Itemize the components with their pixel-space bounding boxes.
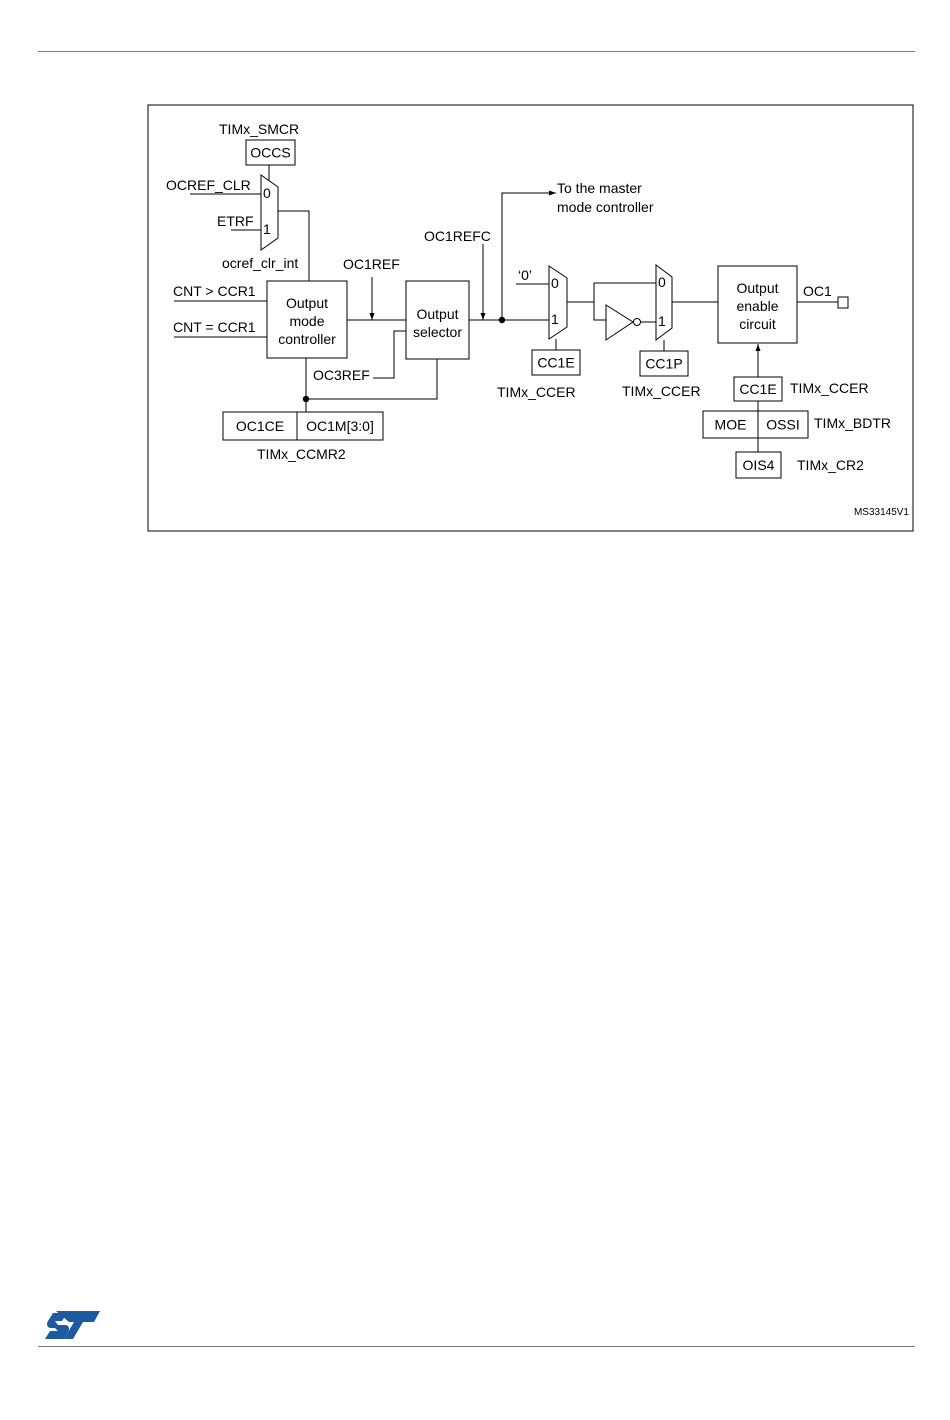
output-mode-controller-block — [266, 280, 348, 359]
cnt-eq-ccr1-label: CNT = CCR1 — [173, 319, 256, 335]
ois4-field — [735, 451, 782, 479]
mux1-input-1: 1 — [263, 221, 271, 237]
cnt-gt-ccr1-label: CNT > CCR1 — [173, 283, 256, 299]
register-fields: OCCS OC1CE OC1M[3:0] CC1E CC1P CC1E MOE … — [222, 139, 809, 479]
ois4-label: OIS4 — [743, 457, 775, 473]
mux3-input-1: 1 — [658, 313, 666, 329]
ossi-field — [757, 410, 809, 439]
labels: TIMx_SMCR OCREF_CLR ETRF ocref_clr_int C… — [166, 121, 909, 518]
ossi-label: OSSI — [766, 417, 799, 433]
footer-rule — [38, 1346, 915, 1347]
output-selector-block — [405, 280, 470, 360]
timx-smcr-label: TIMx_SMCR — [219, 121, 299, 137]
oe-label-3: circuit — [739, 316, 776, 332]
oc1m-field — [296, 411, 384, 441]
oc1refc-label: OC1REFC — [424, 228, 491, 244]
occs-field — [245, 139, 296, 166]
cc1p-label: CC1P — [645, 356, 682, 372]
oc1ce-field — [222, 411, 298, 441]
oc1-output-label: OC1 — [803, 283, 832, 299]
ocref-clr-int-label: ocref_clr_int — [222, 255, 298, 271]
zero-constant-label: ‘0’ — [518, 267, 532, 283]
omc-label-1: Output — [286, 295, 328, 311]
cc1e-mux — [548, 265, 568, 340]
mux3-input-0: 0 — [658, 274, 666, 290]
header-rule — [38, 51, 915, 52]
cc1e-field-oe — [733, 376, 783, 402]
oc1ce-label: OC1CE — [236, 418, 284, 434]
st-logo — [45, 1311, 100, 1339]
cc1e-label-mux: CC1E — [537, 355, 574, 371]
timx-ccmr2-label: TIMx_CCMR2 — [257, 446, 346, 462]
oc3ref-label: OC3REF — [313, 367, 370, 383]
omc-label-2: mode — [289, 313, 324, 329]
oe-label-1: Output — [736, 280, 778, 296]
oc1ref-label: OC1REF — [343, 256, 400, 272]
timx-ccer-label-3: TIMx_CCER — [790, 380, 869, 396]
cc1p-field — [639, 350, 689, 377]
figure-id-label: MS33145V1 — [854, 507, 909, 518]
ocref-clr-mux — [260, 174, 279, 251]
moe-field — [702, 410, 759, 439]
timx-bdtr-label: TIMx_BDTR — [814, 415, 891, 431]
selector-label-2: selector — [413, 324, 462, 340]
mux2-input-1: 1 — [551, 311, 559, 327]
oe-label-2: enable — [736, 298, 778, 314]
master-mode-label-2: mode controller — [557, 199, 654, 215]
cc1p-mux — [655, 264, 673, 341]
figure-frame — [147, 104, 914, 532]
mux2-input-0: 0 — [551, 275, 559, 291]
wires — [174, 165, 849, 452]
etrf-label: ETRF — [217, 213, 254, 229]
timx-cr2-label: TIMx_CR2 — [797, 457, 864, 473]
functional-blocks: Output mode controller Output selector O… — [266, 265, 798, 360]
mux1-input-0: 0 — [263, 185, 271, 201]
cc1e-label-oe: CC1E — [739, 381, 776, 397]
oc1m-label: OC1M[3:0] — [306, 418, 374, 434]
occs-label: OCCS — [250, 145, 290, 161]
timx-ccer-label-2: TIMx_CCER — [622, 383, 701, 399]
omc-label-3: controller — [278, 331, 336, 347]
timx-ccer-label-1: TIMx_CCER — [497, 384, 576, 400]
multiplexers: 0 1 0 1 0 1 — [260, 174, 673, 341]
output-enable-circuit-block — [717, 265, 798, 344]
cc1e-field-mux — [531, 349, 581, 376]
moe-label: MOE — [715, 417, 747, 433]
master-mode-label-1: To the master — [557, 180, 642, 196]
ocref-clr-label: OCREF_CLR — [166, 177, 251, 193]
selector-label-1: Output — [416, 306, 458, 322]
